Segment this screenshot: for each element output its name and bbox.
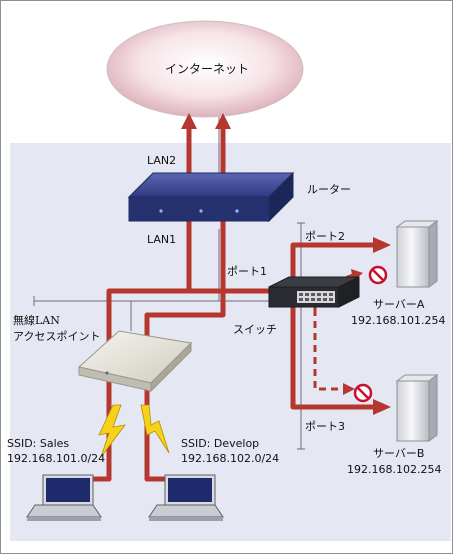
router-label: ルーター	[307, 183, 351, 196]
server-b-name: サーバーB	[373, 447, 425, 460]
arrowheads	[181, 113, 391, 415]
router-device	[127, 171, 295, 223]
server-a-name: サーバーA	[373, 298, 425, 311]
internet-cloud	[106, 20, 304, 118]
access-point-label-line1: 無線LAN	[13, 314, 60, 327]
server-a-device	[395, 220, 439, 288]
ssid-develop-label: SSID: Develop	[181, 437, 260, 450]
server-b-device	[395, 374, 439, 442]
router-lan1-label: LAN1	[147, 233, 177, 246]
router-lan2-label: LAN2	[147, 154, 177, 167]
traffic-paths	[91, 127, 375, 482]
switch-device	[268, 276, 360, 308]
ssid-develop-subnet: 192.168.102.0/24	[181, 452, 280, 465]
server-b-ip: 192.168.102.254	[347, 463, 442, 476]
prohibited-icon	[353, 383, 373, 403]
port3-label: ポート3	[305, 420, 345, 433]
laptop-sales-icon	[26, 474, 102, 521]
port1-label: ポート1	[227, 265, 267, 278]
laptop-develop-icon	[148, 474, 224, 521]
access-point-label-line2: アクセスポイント	[13, 330, 101, 343]
internet-label: インターネット	[165, 62, 250, 76]
ssid-sales-subnet: 192.168.101.0/24	[7, 452, 106, 465]
access-point-device	[77, 330, 193, 393]
switch-label: スイッチ	[233, 323, 277, 336]
server-a-ip: 192.168.101.254	[351, 314, 446, 327]
wireless-signal-icon	[98, 404, 126, 458]
wireless-signal-icon	[140, 404, 170, 454]
port2-label: ポート2	[305, 230, 345, 243]
prohibited-icon	[368, 265, 388, 285]
ssid-sales-label: SSID: Sales	[7, 437, 70, 450]
